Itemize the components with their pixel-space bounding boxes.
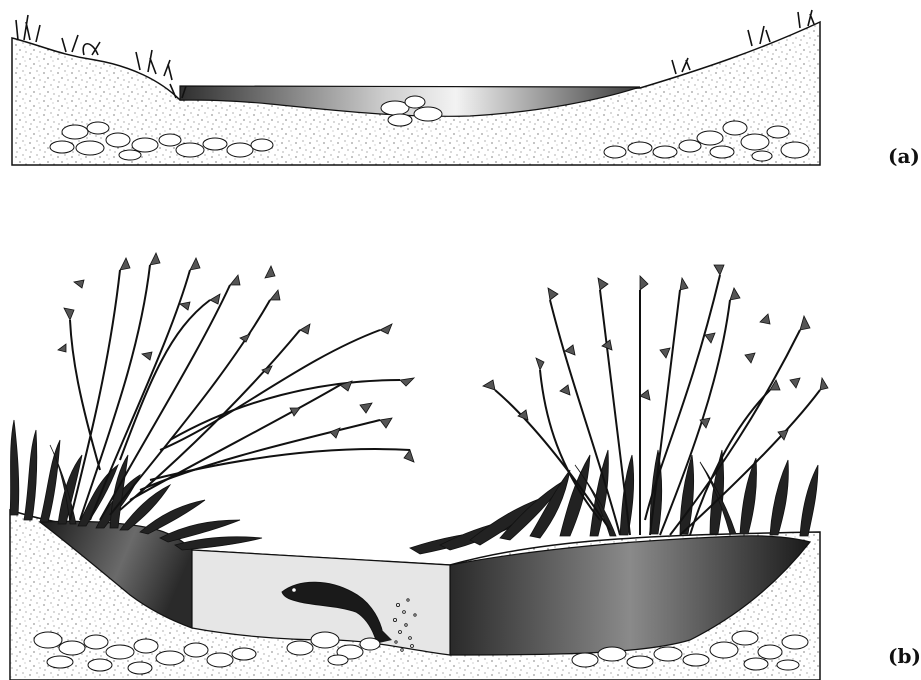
panel-b-label: (b) [888, 646, 921, 666]
panel-a-channel [12, 10, 820, 165]
panel-b-channel [10, 253, 828, 680]
panel-b-left-shrub [70, 265, 410, 520]
panel-b-right-leaves [483, 265, 828, 440]
panel-b-left-leaves [58, 253, 414, 462]
panel-a-label: (a) [888, 146, 920, 166]
